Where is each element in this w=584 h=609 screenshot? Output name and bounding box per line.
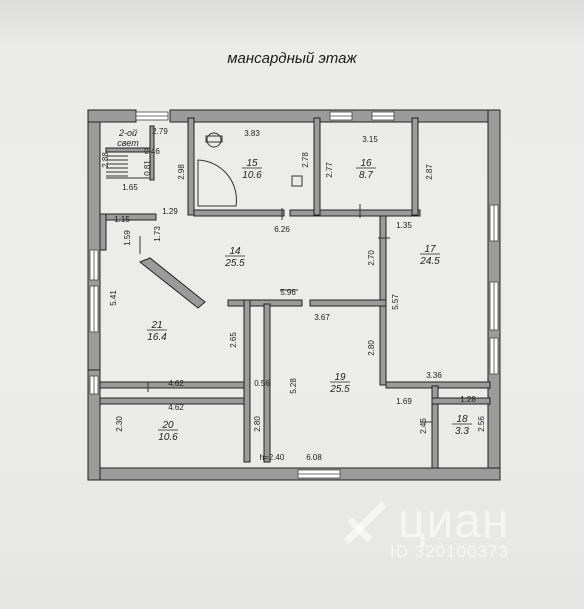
dimension-label: 1.28 <box>460 395 476 404</box>
room-area: 10.6 <box>242 170 262 181</box>
ceiling-height-label: h=2.40 <box>260 453 285 462</box>
interior-wall <box>187 117 195 216</box>
dimension-label: 0.81 <box>143 160 152 176</box>
interior-wall <box>99 213 107 251</box>
dimension-label: 1.59 <box>123 230 132 246</box>
interior-wall <box>243 299 251 463</box>
interior-wall <box>309 299 387 307</box>
room-area: 24.5 <box>419 256 440 267</box>
room-area: 10.6 <box>158 432 178 443</box>
dimension-label: 1.69 <box>396 397 412 406</box>
interior-wall <box>431 397 491 405</box>
dimension-label: 6.26 <box>274 225 290 234</box>
outer-wall <box>87 467 501 481</box>
outer-wall <box>87 109 137 123</box>
dimension-label: 1.29 <box>162 207 178 216</box>
dimension-label: 2.79 <box>152 127 168 136</box>
interior-wall <box>289 209 421 217</box>
room-number: 18 <box>456 414 468 425</box>
room-area: 8.7 <box>359 170 373 181</box>
interior-wall <box>263 303 271 463</box>
dimension-label: 2.78 <box>301 152 310 168</box>
interior-wall <box>313 117 321 216</box>
dimension-label: 2.80 <box>367 340 376 356</box>
interior-wall <box>193 209 285 217</box>
room-area: 25.5 <box>224 258 245 269</box>
room-name: 2-ой <box>118 128 137 138</box>
dimension-label: 5.57 <box>391 294 400 310</box>
sink-icon <box>291 175 303 187</box>
dimension-label: 3.67 <box>314 313 330 322</box>
room-number: 15 <box>246 158 258 169</box>
dimension-label: 2.98 <box>177 164 186 180</box>
room-label-16: 168.7 <box>356 158 376 181</box>
dimension-label: 2.56 <box>477 416 486 432</box>
toilet-icon <box>206 132 222 148</box>
dimension-label: 1.65 <box>122 183 138 192</box>
room-number: 20 <box>161 420 174 431</box>
dimension-label: 1.73 <box>153 226 162 242</box>
dimension-label: 2.70 <box>367 250 376 266</box>
dimension-label: 1.15 <box>114 215 130 224</box>
dimension-label: 2.30 <box>115 416 124 432</box>
interior-wall <box>149 125 155 181</box>
toilet-tank <box>205 135 223 143</box>
room-area: 16.4 <box>147 332 167 343</box>
diagonal-wall <box>139 257 206 309</box>
dimension-label: 2.88 <box>101 152 110 168</box>
watermark-brand: циан <box>398 495 510 548</box>
dimension-label: 5.96 <box>280 288 296 297</box>
dimension-label: 2.46 <box>419 418 428 434</box>
dimension-label: 4.62 <box>168 379 184 388</box>
dimension-label: 3.36 <box>426 371 442 380</box>
room-number: 17 <box>424 244 436 255</box>
interior-wall <box>379 215 387 307</box>
dimension-label: 5.28 <box>289 378 298 394</box>
outer-wall <box>87 369 101 481</box>
cian-logo-icon <box>343 501 387 545</box>
shower-tray <box>197 159 237 207</box>
room-name: свет <box>117 138 139 148</box>
room-label-18: 183.3 <box>452 414 472 437</box>
room-area: 25.5 <box>329 384 350 395</box>
dimension-label: 4.62 <box>168 403 184 412</box>
dimension-label: 1.35 <box>396 221 412 230</box>
dimension-label: 2.80 <box>253 416 262 432</box>
dimension-label: 2.65 <box>229 332 238 348</box>
room-number: 16 <box>360 158 372 169</box>
dimension-label: 5.41 <box>109 290 118 306</box>
dimension-label: 0.56 <box>254 379 270 388</box>
dimension-label: 3.83 <box>244 129 260 138</box>
dimension-label: 3.15 <box>362 135 378 144</box>
room-number: 14 <box>229 246 241 257</box>
interior-wall <box>411 117 419 216</box>
interior-wall <box>379 299 387 386</box>
dimension-label: 2.77 <box>325 162 334 178</box>
room-area: 3.3 <box>455 426 469 437</box>
dimension-label: 2.87 <box>425 164 434 180</box>
dimension-label: 0.46 <box>144 147 160 156</box>
room-number: 19 <box>334 372 346 383</box>
room-number: 21 <box>150 320 162 331</box>
room-label-20: 2010.6 <box>158 420 178 443</box>
interior-wall <box>431 385 439 469</box>
watermark-listing-id: ID 320100373 <box>390 542 509 561</box>
page-title: мансардный этаж <box>227 50 357 67</box>
dimension-label: 6.08 <box>306 453 322 462</box>
